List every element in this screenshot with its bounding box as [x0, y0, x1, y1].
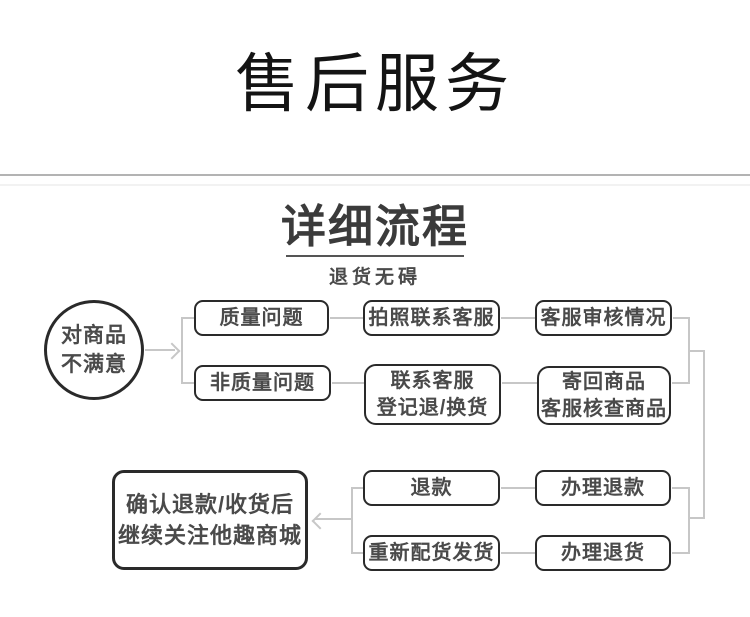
- flow-node-label: 重新配货发货: [368, 541, 495, 564]
- flow-node-label: 确认退款/收货后: [125, 492, 295, 517]
- connector-line: [501, 487, 535, 489]
- connector-line: [690, 350, 704, 352]
- flow-node-refund: 退款: [363, 470, 500, 506]
- connector-line: [330, 317, 363, 319]
- connector-line: [183, 382, 194, 384]
- flow-node-label: 登记退/换货: [376, 396, 489, 419]
- flow-node-label: 质量问题: [219, 306, 304, 329]
- flow-node-label: 客服审核情况: [540, 306, 667, 329]
- flow-node-label: 继续关注他趣商城: [117, 523, 302, 548]
- flow-node-label: 退款: [410, 476, 453, 499]
- connector-line: [688, 487, 690, 554]
- flow-node-label: 不满意: [61, 353, 127, 376]
- connector-line: [672, 487, 688, 489]
- flow-node-process-refund: 办理退款: [535, 470, 671, 506]
- flow-node-start-dissatisfied: 对商品 不满意: [44, 300, 144, 400]
- connector-line: [145, 349, 175, 351]
- flow-node-quality-issue: 质量问题: [194, 300, 329, 336]
- arrow-left-icon: [311, 512, 329, 530]
- flow-node-process-return: 办理退货: [535, 535, 671, 571]
- connector-line: [502, 382, 537, 384]
- flow-node-label: 非质量问题: [210, 371, 315, 394]
- flow-node-label: 拍照联系客服: [368, 306, 495, 329]
- flow-node-confirm-refund-follow-store: 确认退款/收货后 继续关注他趣商城: [112, 470, 308, 570]
- flow-node-label: 办理退款: [561, 476, 645, 499]
- flow-node-photo-contact-service: 拍照联系客服: [363, 300, 500, 336]
- connector-line: [672, 552, 688, 554]
- flow-node-non-quality-issue: 非质量问题: [194, 365, 331, 401]
- connector-line: [183, 317, 194, 319]
- connector-line: [353, 552, 363, 554]
- connector-line: [690, 517, 704, 519]
- connector-line: [353, 487, 363, 489]
- flow-node-send-back-goods-verify: 寄回商品 客服核查商品: [537, 366, 671, 425]
- connector-line: [688, 317, 690, 384]
- section-title-underline: [286, 255, 464, 257]
- connector-line: [181, 317, 183, 384]
- section-title: 详细流程: [280, 201, 469, 252]
- flow-node-service-review: 客服审核情况: [535, 300, 672, 336]
- flow-node-redeliver-and-ship: 重新配货发货: [363, 535, 500, 571]
- header-divider-line: [0, 174, 750, 176]
- connector-line: [703, 350, 705, 519]
- connector-line: [351, 487, 353, 554]
- connector-line: [501, 552, 535, 554]
- page-title: 售后服务: [235, 49, 515, 120]
- flow-node-label: 客服核查商品: [541, 397, 667, 420]
- connector-line: [672, 382, 689, 384]
- flow-node-label: 联系客服: [390, 369, 475, 392]
- connector-line: [673, 317, 689, 319]
- connector-line: [332, 382, 364, 384]
- flow-node-label: 办理退货: [561, 541, 645, 564]
- arrow-right-icon: [163, 342, 181, 360]
- connector-line: [315, 518, 352, 520]
- section-subtitle: 退货无碍: [328, 267, 421, 288]
- connector-line: [501, 317, 535, 319]
- header-divider-shadow: [0, 184, 750, 186]
- flow-node-contact-service-register: 联系客服 登记退/换货: [364, 364, 501, 425]
- flow-node-label: 对商品: [61, 324, 127, 347]
- flow-node-label: 寄回商品: [562, 370, 646, 393]
